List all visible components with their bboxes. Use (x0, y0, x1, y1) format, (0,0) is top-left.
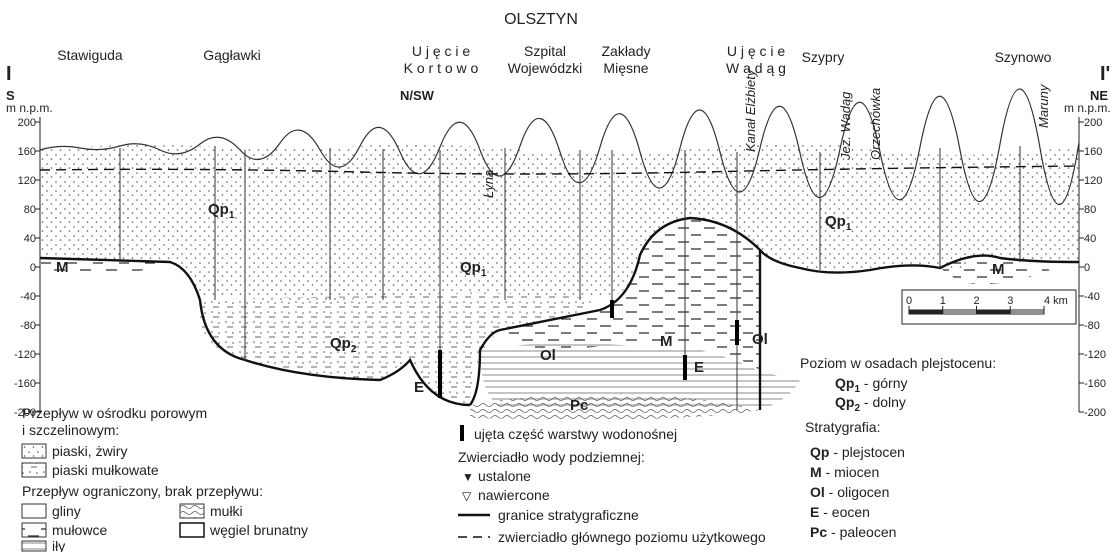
elevation-tick-label-left: 120 (18, 175, 36, 187)
legend-nawiercone: nawiercone (478, 487, 550, 503)
legend-swatch-sands (22, 444, 46, 458)
elevation-tick-label-left: 40 (24, 233, 36, 245)
unit-label-ol-right: Ol (752, 331, 768, 348)
place-szypry: Szypry (802, 49, 845, 65)
scale-bar-tick-label: 0 (906, 295, 912, 307)
legend-level-title: Poziom w osadach plejstocenu: (800, 355, 996, 371)
legend-porous-title-2: i szczelinowym: (22, 422, 119, 438)
legend-swatch-wegiel (180, 523, 204, 537)
scale-bar-tick-label: 4 km (1044, 295, 1068, 307)
legend-strat-pc: Pc - paleocen (810, 524, 896, 540)
elevation-tick-label-right: -80 (1084, 320, 1100, 332)
place-gaglawki: Gągławki (203, 47, 261, 63)
ustalone-marker-icon: ▼ (462, 470, 474, 484)
legend-mulki: mułki (210, 503, 243, 519)
unit-label-m-right: M (992, 261, 1005, 278)
legend-aquifer-part: ujęta część warstwy wodonośnej (474, 426, 677, 442)
legend-swatch-silty-sands (22, 463, 46, 477)
legend-strat-m: M - miocen (810, 464, 879, 480)
elevation-tick-label-right: 120 (1084, 175, 1102, 187)
elevation-tick-label-left: 0 (30, 262, 36, 274)
legend-swatch-ily (22, 541, 46, 551)
place-kortowo-line2: K o r t o w o (404, 60, 479, 76)
legend-strat-title: Stratygrafia: (805, 419, 880, 435)
elevation-tick-label-right: 80 (1084, 204, 1096, 216)
unit-label-e-left: E (414, 379, 424, 396)
legend-sands: piaski, żwiry (52, 443, 127, 459)
unit-label-ol-center: Ol (540, 347, 556, 364)
legend-strat-e: E - eocen (810, 504, 870, 520)
legend-strat-ol: Ol - oligocen (810, 484, 889, 500)
city-title: OLSZTYN (504, 11, 578, 28)
legend-main-level: zwierciadło głównego poziomu użytkowego (498, 529, 766, 545)
scale-bar-tick-label: 2 (973, 295, 979, 307)
feature-maruny: Maruny (1036, 83, 1051, 128)
elevation-tick-label-right: -40 (1084, 291, 1100, 303)
legend-symbols: ujęta część warstwy wodonośnej Zwierciad… (458, 425, 766, 545)
legend-porous-title-1: Przepływ w ośrodku porowym (22, 405, 207, 421)
scale-bar-tick-label: 1 (940, 295, 946, 307)
feature-orzechowka: Orzechówka (868, 88, 883, 160)
unit-label-e-right: E (694, 359, 704, 376)
place-szynowo: Szynowo (995, 49, 1052, 65)
legend-water-table-title: Zwierciadło wody podziemnej: (458, 449, 645, 465)
legend-swatch-mulki (180, 504, 204, 518)
legend-limited-title: Przepływ ograniczony, brak przepływu: (22, 483, 263, 499)
legend-strat-qp: Qp - plejstocen (810, 444, 905, 460)
elevation-tick-label-left: 200 (18, 117, 36, 129)
elevation-tick-label-left: 160 (18, 146, 36, 158)
geology-bodies (40, 143, 1079, 420)
section-start-label: I (6, 63, 12, 85)
elevation-tick-label-left: -40 (20, 291, 36, 303)
elevation-tick-label-left: -160 (14, 378, 36, 390)
legend-qp2: Qp2 - dolny (835, 394, 906, 414)
legend-ily: iły (52, 538, 65, 552)
unit-right: m n.p.m. (1064, 101, 1111, 115)
legend-gliny: gliny (52, 503, 81, 519)
place-szpital-line1: Szpital (524, 43, 566, 59)
legend-flow: Przepływ w ośrodku porowym i szczelinowy… (22, 405, 308, 552)
legend-swatch-mulowce (22, 523, 46, 537)
legend-ustalone: ustalone (478, 468, 531, 484)
feature-kanal-elzbiety: Kanał Elżbiety (743, 68, 758, 152)
unit-left: m n.p.m. (6, 101, 53, 115)
legend-swatch-gliny (22, 504, 46, 518)
feature-jez-wadag: Jez. Wadąg (838, 91, 853, 161)
legend-qp1: Qp1 - górny (835, 375, 907, 395)
elevation-tick-label-left: -120 (14, 349, 36, 361)
direction-n-sw: N/SW (400, 88, 435, 103)
elevation-tick-label-right: 0 (1084, 262, 1090, 274)
unit-label-m-center: M (660, 333, 673, 350)
elevation-tick-label-right: 40 (1084, 233, 1096, 245)
elevation-tick-label-right: -160 (1084, 378, 1106, 390)
elevation-tick-label-right: -200 (1084, 407, 1106, 419)
elevation-tick-label-left: -80 (20, 320, 36, 332)
scale-bar-tick-label: 3 (1007, 295, 1013, 307)
elevation-tick-label-left: -200 (14, 407, 36, 419)
elevation-tick-label-right: 160 (1084, 146, 1102, 158)
legend-silty-sands: piaski mułkowate (52, 462, 159, 478)
legend-mulowce: mułowce (52, 522, 107, 538)
place-zaklady-line1: Zakłady (601, 43, 650, 59)
elevation-tick-label-right: 200 (1084, 117, 1102, 129)
place-kortowo-line1: U j ę c i e (412, 43, 471, 59)
nawiercone-marker-icon: ▽ (462, 489, 472, 503)
legend-wegiel: węgiel brunatny (209, 522, 308, 538)
place-stawiguda: Stawiguda (57, 47, 123, 63)
legend-stratigraphy: Poziom w osadach plejstocenu: Qp1 - górn… (800, 355, 996, 540)
place-szpital-line2: Wojewódzki (508, 60, 582, 76)
elevation-tick-label-right: -120 (1084, 349, 1106, 361)
elevation-tick-label-left: 80 (24, 204, 36, 216)
unit-label-pc: Pc (570, 397, 588, 414)
legend-boundaries: granice stratygraficzne (498, 507, 639, 523)
place-wadag-line1: U j ę c i e (727, 43, 786, 59)
place-zaklady-line2: Mięsne (603, 60, 648, 76)
section-end-label: I' (1100, 63, 1110, 85)
unit-label-m-left: M (56, 259, 69, 276)
feature-lyna: Łyna (481, 170, 496, 198)
